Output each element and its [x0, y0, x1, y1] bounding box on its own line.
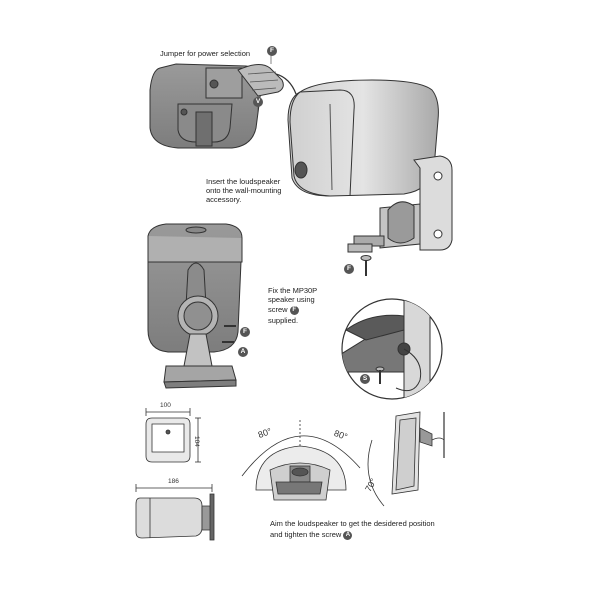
front-view-dimension [145, 408, 201, 463]
badge-f-top: F [267, 46, 277, 56]
dim-width: 100 [160, 402, 171, 409]
fix-label-3-text: screw [268, 305, 288, 314]
fix-label-3: screw F [268, 305, 299, 315]
speaker-insertion [287, 79, 453, 253]
screw-s [375, 366, 385, 384]
badge-v: V [253, 97, 263, 107]
badge-f-mid: F [240, 327, 250, 337]
detail-circle [341, 298, 443, 400]
fix-label-4: supplied. [268, 316, 299, 325]
dim-depth: 186 [168, 478, 179, 485]
badge-f-inline: F [289, 305, 299, 315]
insert-label-1: Insert the loudspeaker [206, 177, 281, 186]
insert-label-2: onto the wall-mounting [206, 186, 282, 195]
fix-label-1: Fix the MP30P [268, 286, 318, 295]
jumper-label: Jumper for power selection [160, 49, 251, 58]
insert-label-3: accessory. [206, 195, 242, 204]
badge-s: S [360, 374, 370, 384]
rear-view-speaker [149, 63, 297, 149]
dim-height: 104 [193, 436, 200, 447]
badge-f-screw: F [344, 264, 354, 274]
badge-a-mid: A [238, 347, 248, 357]
pan-rotation [241, 420, 361, 501]
side-view-dimension [135, 484, 215, 541]
aim-label-2-text: and tighten the screw [270, 530, 342, 539]
tilt-rotation [367, 411, 445, 507]
mounted-speaker-rear [147, 223, 243, 389]
fix-label-2: speaker using [268, 295, 315, 304]
aim-label-2: and tighten the screw A [270, 530, 353, 540]
screw-f [360, 255, 372, 276]
badge-a-inline: A [343, 530, 353, 540]
aim-label-1: Aim the loudspeaker to get the desidered… [270, 519, 435, 528]
